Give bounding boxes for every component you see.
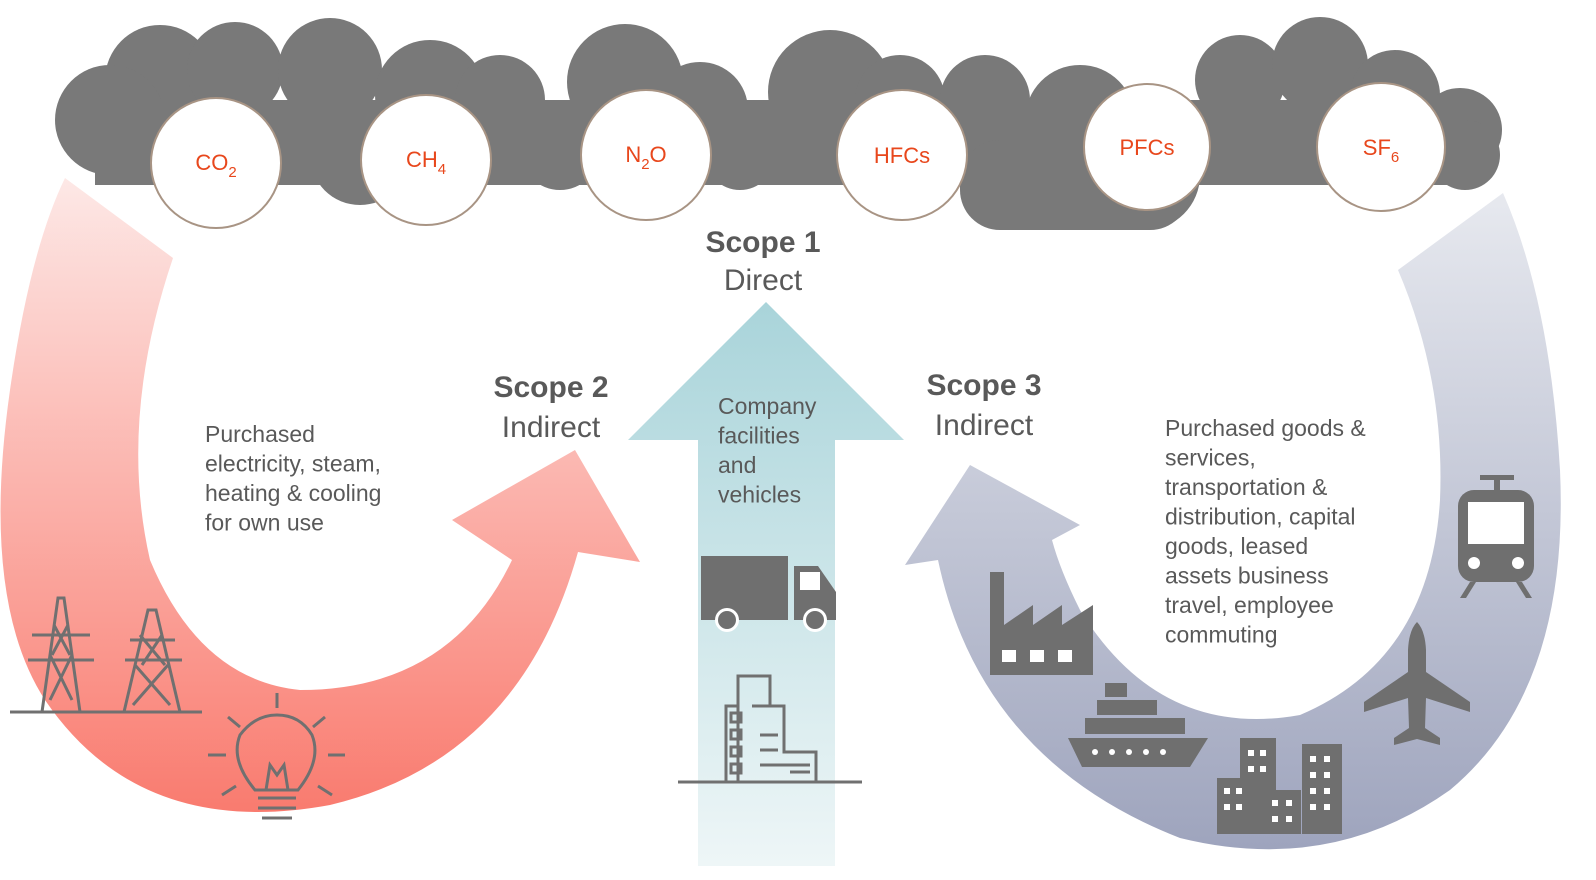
svg-text:CO2: CO2 <box>195 150 236 181</box>
gas-bubble-ch4: CH4 <box>360 94 492 226</box>
scope3-subtitle: Indirect <box>935 409 1034 442</box>
train-icon <box>1458 475 1534 598</box>
factory-icon <box>990 572 1093 675</box>
power-pylon-icon <box>10 596 202 714</box>
light-bulb-icon <box>208 693 345 820</box>
gas-bubble-hfcs: HFCs <box>836 89 968 221</box>
office-building-icon <box>678 674 862 784</box>
scope2-description: Purchased electricity, steam, heating & … <box>205 421 388 536</box>
gas-bubble-pfcs: PFCs <box>1083 83 1211 211</box>
truck-icon <box>701 556 836 632</box>
scope2-arrow <box>0 178 641 812</box>
scope1-description: Company facilities and vehicles <box>718 393 823 508</box>
svg-text:PFCs: PFCs <box>1120 135 1175 160</box>
gas-bubble-n2o: N2O <box>580 89 712 221</box>
gas-bubble-co2: CO2 <box>150 97 282 229</box>
scope1-subtitle: Direct <box>724 264 803 297</box>
svg-text:CH4: CH4 <box>406 147 446 178</box>
scope3-title: Scope 3 <box>926 369 1041 402</box>
ship-icon <box>1068 683 1208 767</box>
gas-bubble-sf6: SF6 <box>1316 82 1446 212</box>
svg-text:N2O: N2O <box>625 142 666 173</box>
scope2-subtitle: Indirect <box>502 411 601 444</box>
emissions-cloud <box>55 17 1502 230</box>
city-buildings-icon <box>1217 738 1342 834</box>
svg-text:SF6: SF6 <box>1363 135 1399 166</box>
scope1-title: Scope 1 <box>705 226 820 259</box>
airplane-icon <box>1364 622 1470 745</box>
svg-text:HFCs: HFCs <box>874 143 930 168</box>
scope2-title: Scope 2 <box>493 371 608 404</box>
scope3-description: Purchased goods & services, transportati… <box>1165 415 1372 648</box>
